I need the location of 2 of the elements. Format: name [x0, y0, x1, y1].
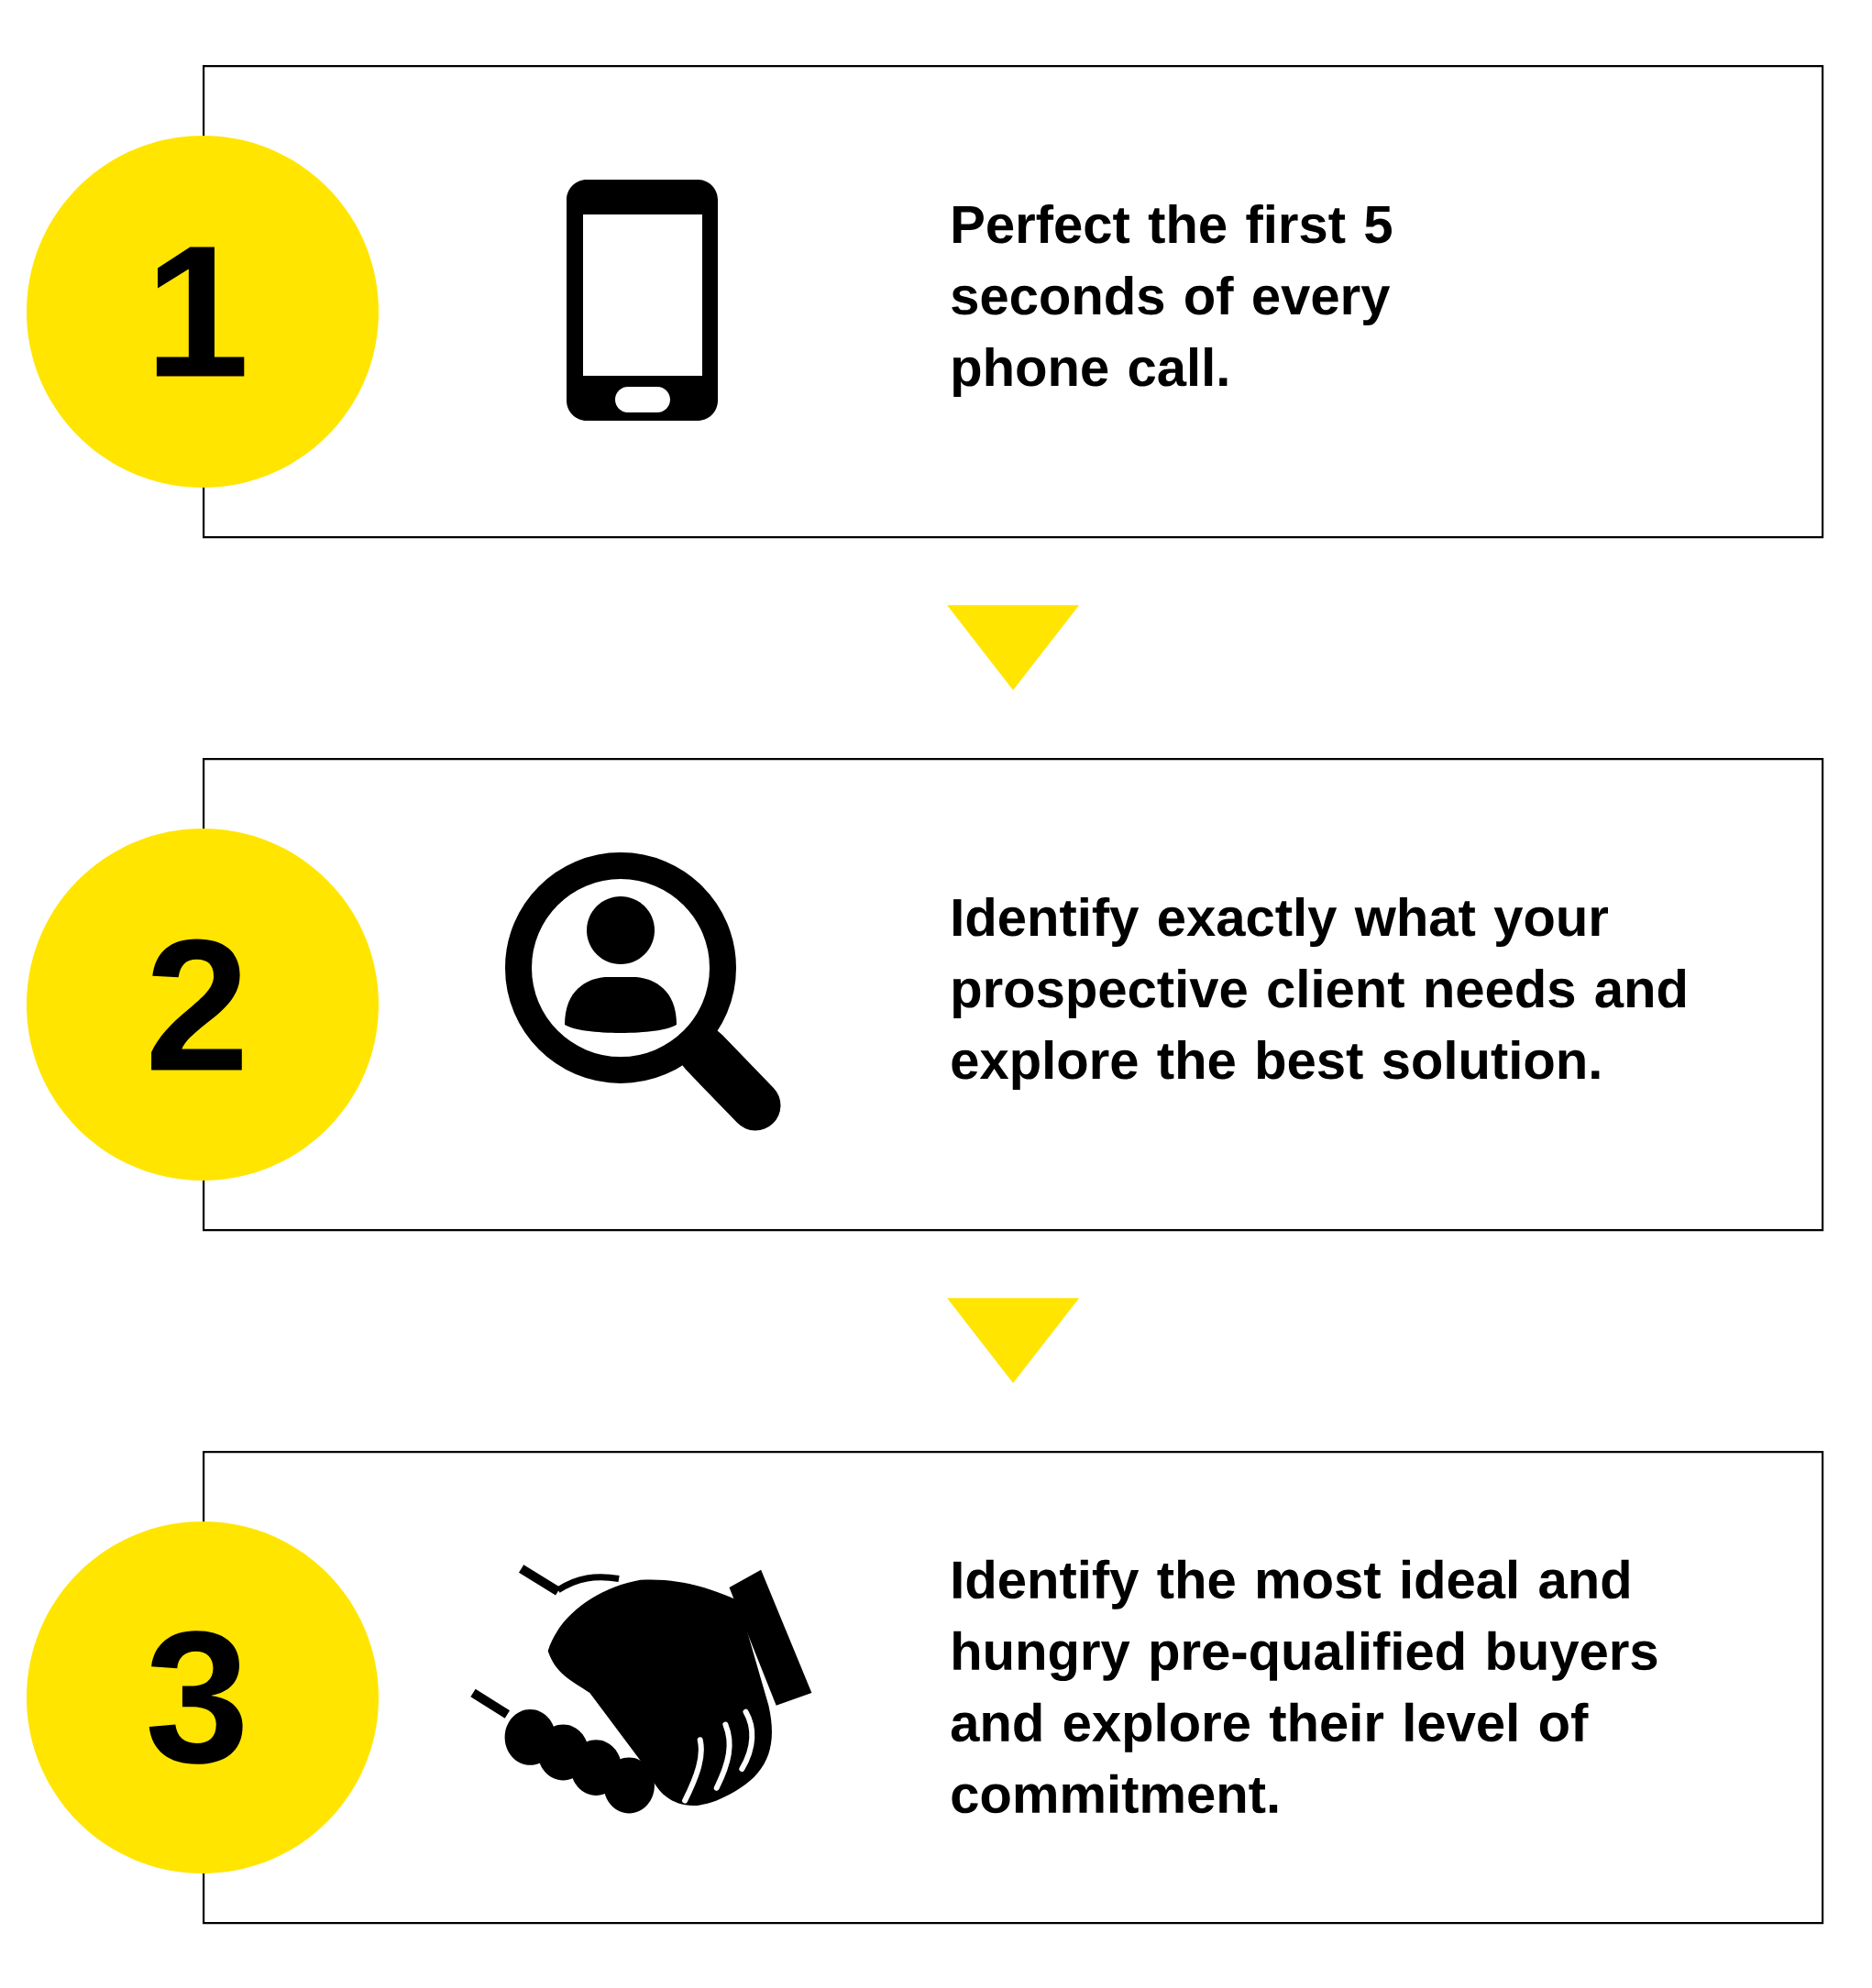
arrow [947, 1298, 1080, 1383]
arrow [947, 605, 1080, 690]
